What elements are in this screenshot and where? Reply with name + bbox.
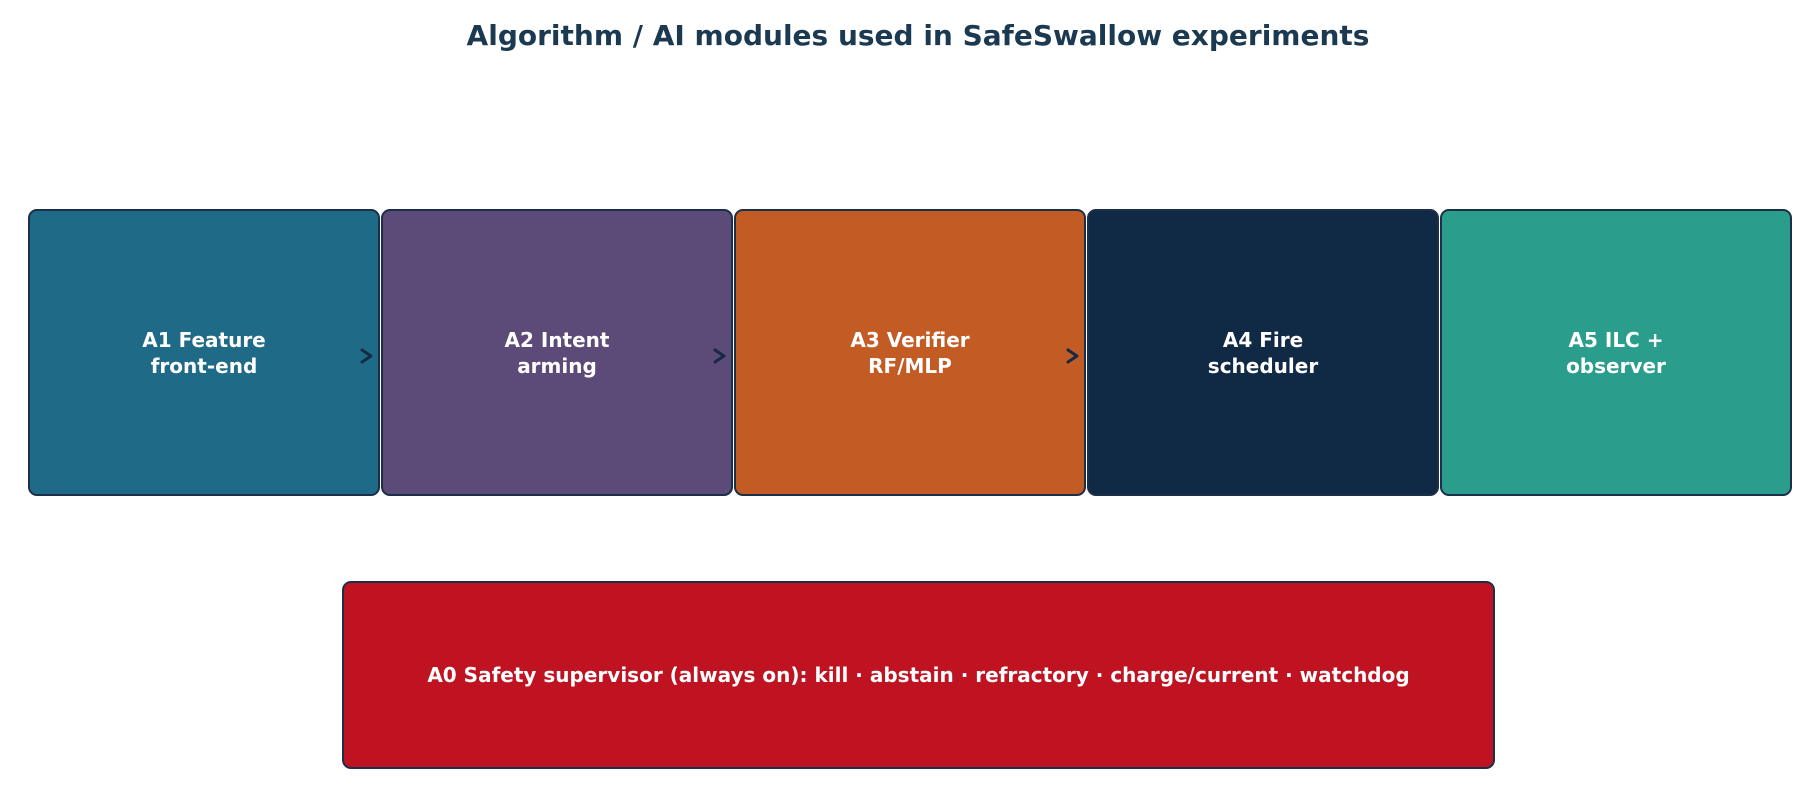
module-a4-fire-scheduler: A4 Fire scheduler [1087, 209, 1439, 496]
module-a3-verifier: A3 Verifier RF/MLP [734, 209, 1086, 496]
diagram-title: Algorithm / AI modules used in SafeSwall… [466, 19, 1370, 52]
module-a1-feature-frontend: A1 Feature front-end [28, 209, 380, 496]
supervisor-label: A0 Safety supervisor (always on): kill ·… [427, 663, 1410, 687]
module-a2-label: A2 Intent arming [504, 327, 610, 378]
module-a3-label: A3 Verifier RF/MLP [850, 327, 970, 378]
module-a4-label: A4 Fire scheduler [1207, 327, 1319, 378]
module-a0-safety-supervisor: A0 Safety supervisor (always on): kill ·… [342, 581, 1495, 769]
module-a5-ilc-observer: A5 ILC + observer [1440, 209, 1792, 496]
module-a2-intent-arming: A2 Intent arming [381, 209, 733, 496]
module-a1-label: A1 Feature front-end [142, 327, 266, 378]
arrow-a1-to-a2 [360, 348, 373, 364]
arrow-a2-to-a3 [713, 348, 726, 364]
module-a5-label: A5 ILC + observer [1566, 327, 1666, 378]
arrow-a3-to-a4 [1066, 348, 1079, 364]
